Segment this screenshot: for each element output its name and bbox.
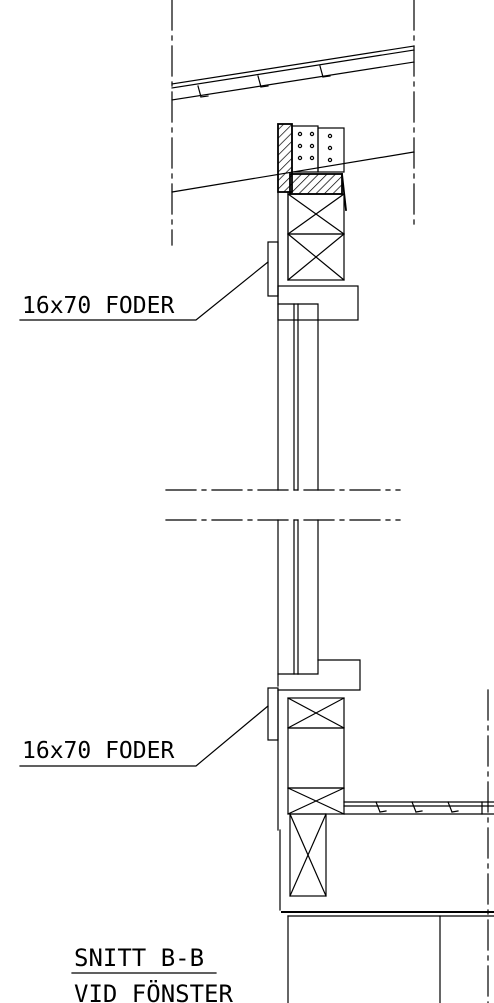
lower-foder-label: 16x70 FODER [22, 738, 174, 764]
window-head [277, 285, 359, 321]
section-subtitle: VID FÖNSTER [74, 979, 233, 1003]
top-plate-upper [287, 193, 345, 281]
section-title: SNITT B-B [74, 944, 204, 972]
wall-plate-lower [277, 689, 345, 831]
upper-foder-trim [267, 241, 279, 297]
lower-foder-trim [267, 687, 279, 741]
window-sill [277, 659, 361, 691]
upper-foder-label: 16x70 FODER [22, 293, 174, 319]
window-sash-lower [277, 519, 319, 687]
truss-connection [277, 123, 347, 211]
wall-upper [277, 191, 289, 491]
window-sash-upper [293, 303, 319, 491]
lower-foder-leader [19, 705, 269, 767]
foundation [281, 911, 494, 1003]
floor-deck [343, 801, 494, 815]
nail-plate-holes [297, 131, 333, 163]
roof-deck [171, 45, 415, 193]
upper-foder-leader [19, 261, 269, 321]
sill-beam [279, 813, 327, 911]
